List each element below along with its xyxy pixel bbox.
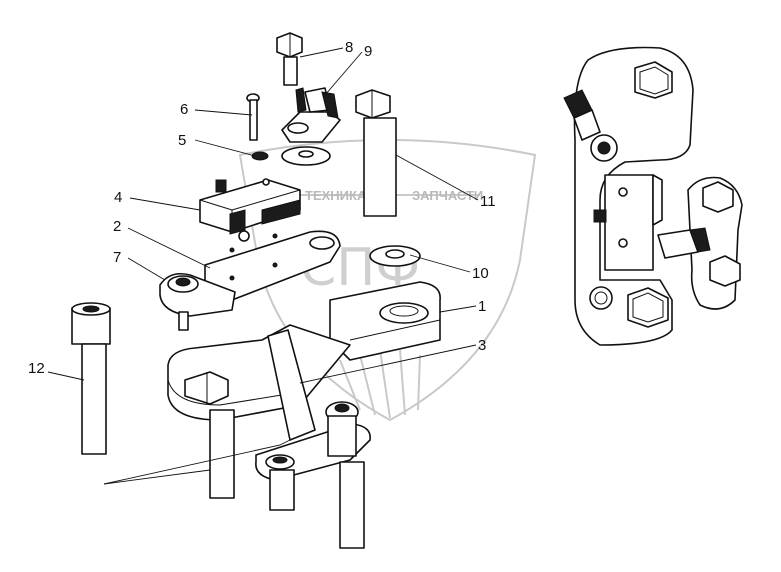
callout-11: 11 (480, 193, 496, 210)
assembled-view (563, 46, 743, 346)
callout-10: 10 (472, 265, 489, 282)
watermark-left-text: ТЕХНИКА (305, 188, 367, 203)
plate-2 (204, 230, 341, 301)
leader-lines (47, 47, 479, 485)
cap-screw-12 (71, 302, 111, 455)
clip-bracket-9 (281, 87, 341, 143)
watermark-right-text: ЗАПЧАСТИ (412, 188, 483, 203)
bolt-8 (276, 32, 303, 86)
bracket-1 (329, 281, 441, 361)
microswitch-4 (199, 178, 301, 242)
callout-1: 1 (478, 298, 486, 315)
base-plate-3 (167, 324, 371, 549)
washer-10 (369, 245, 421, 267)
callout-5: 5 (178, 132, 186, 149)
callout-labels: 8 9 6 5 4 2 7 11 10 1 3 12 (28, 39, 496, 377)
callout-12: 12 (28, 360, 45, 377)
screw-6 (246, 93, 260, 141)
callout-3: 3 (478, 337, 486, 354)
callout-2: 2 (113, 218, 121, 235)
bolt-11 (355, 89, 397, 217)
callout-6: 6 (180, 101, 188, 118)
lever-7 (159, 272, 236, 331)
callout-7: 7 (113, 249, 121, 266)
callout-8: 8 (345, 39, 353, 56)
callout-4: 4 (114, 189, 122, 206)
washer-5 (251, 151, 269, 161)
washer-clip (281, 146, 331, 166)
callout-9: 9 (364, 43, 372, 60)
